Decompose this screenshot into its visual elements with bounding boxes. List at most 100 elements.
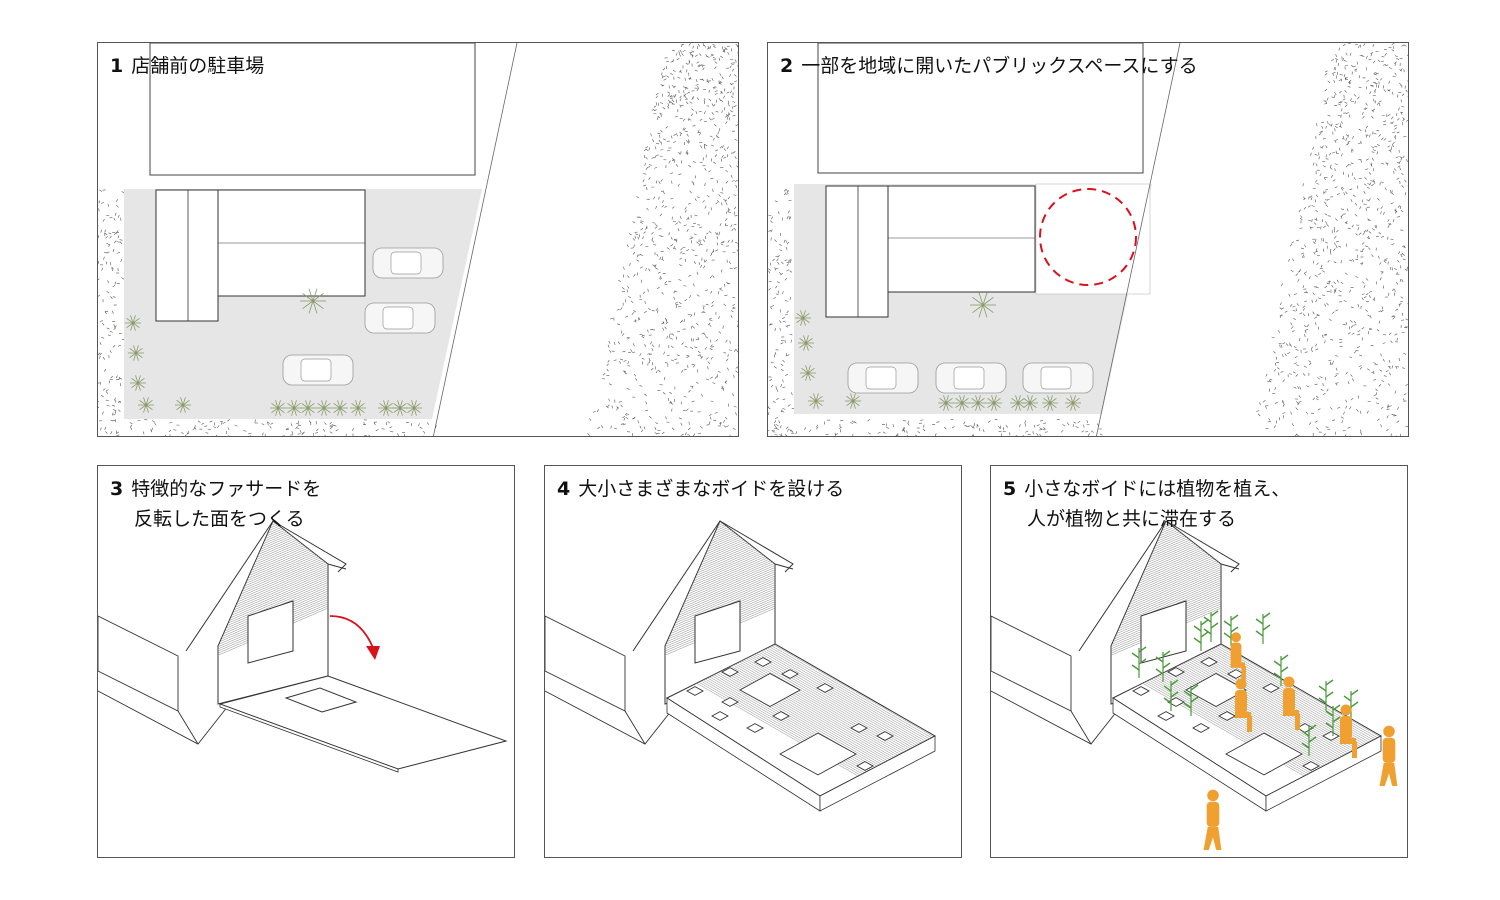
void [1185, 672, 1247, 708]
panel-3-caption: 3 特徴的なファサードを反転した面をつくる [110, 474, 321, 534]
shrub [130, 375, 146, 391]
shrub [125, 315, 141, 331]
step-number: 1 [110, 55, 124, 77]
panel-1: 1 店舗前の駐車場 [97, 42, 739, 437]
void [686, 686, 704, 696]
void [779, 732, 857, 776]
planting-texture-left [768, 189, 1103, 436]
step-title: 大小さまざまなボイドを設ける [578, 478, 845, 500]
public-space-area [1035, 183, 1151, 295]
plant [1301, 724, 1317, 756]
store-building-outline [817, 43, 1144, 174]
shrub [938, 395, 954, 411]
step-number: 3 [110, 478, 124, 500]
void-deck-diagram [545, 520, 937, 812]
shrub [1042, 395, 1058, 411]
flip-arrow [329, 615, 374, 649]
panel-5: 5 小さなボイドには植物を植え、人が植物と共に滞在する [990, 465, 1408, 858]
void [721, 697, 739, 707]
void [1167, 697, 1185, 707]
car [372, 247, 444, 279]
house-roof [825, 185, 889, 318]
void [1225, 732, 1303, 776]
plant [1163, 679, 1179, 711]
shrub [800, 365, 816, 381]
void [1192, 723, 1210, 733]
void [816, 683, 834, 693]
plant [1325, 704, 1341, 736]
site-plan-public-space [768, 43, 1408, 436]
person [1340, 704, 1357, 758]
car [935, 362, 1007, 394]
step-title-line-2: 人が植物と共に滞在する [1027, 508, 1237, 530]
shrub [300, 400, 316, 416]
panel-1-caption: 1 店舗前の駐車場 [110, 51, 264, 81]
shrub [270, 400, 286, 416]
shrub [138, 397, 154, 413]
car [847, 362, 919, 394]
person [1235, 678, 1252, 732]
voids [1132, 657, 1340, 776]
step-title: 小さなボイドには植物を植え、 [1024, 478, 1291, 500]
plant [1255, 612, 1271, 644]
step-title: 一部を地域に開いたパブリックスペースにする [801, 55, 1198, 77]
void [1132, 686, 1150, 696]
person [1230, 632, 1246, 681]
shrub [1065, 395, 1081, 411]
step-title-line-2: 反転した面をつくる [134, 508, 305, 530]
void [850, 723, 868, 733]
step-title: 店舗前の駐車場 [131, 55, 265, 77]
shrub [128, 345, 144, 361]
planting-texture-left [98, 189, 437, 436]
plant [1155, 650, 1171, 682]
shrub [986, 395, 1002, 411]
site-plan-parking [98, 43, 738, 436]
plant [1183, 684, 1199, 716]
panel-2-caption: 2 一部を地域に開いたパブリックスペースにする [780, 51, 1198, 81]
car [1022, 362, 1094, 394]
deck-void [284, 687, 358, 713]
shrub [300, 288, 326, 314]
person [1379, 725, 1398, 786]
plant [1273, 654, 1289, 686]
parked-cars [847, 362, 1094, 394]
facade-flip-diagram [98, 520, 508, 773]
shrub [954, 395, 970, 411]
car [364, 302, 436, 334]
shrub [332, 400, 348, 416]
shrub [845, 393, 861, 409]
person [1203, 789, 1222, 850]
shrub [316, 400, 332, 416]
void [876, 731, 894, 741]
shrub [808, 393, 824, 409]
step-number: 2 [780, 55, 794, 77]
shrub [795, 310, 811, 326]
step-title: 特徴的なファサードを [131, 478, 322, 500]
plant [1318, 679, 1334, 711]
shrubs [795, 292, 1081, 411]
facade-window [247, 600, 294, 664]
void [721, 667, 739, 677]
shrub [970, 292, 996, 318]
car [282, 354, 354, 386]
void [781, 669, 799, 679]
shrub [1022, 395, 1038, 411]
void [1157, 711, 1175, 721]
void [746, 723, 764, 733]
house-roof [155, 189, 219, 322]
step-number: 5 [1003, 478, 1017, 500]
voids [686, 657, 894, 776]
shrub [798, 335, 814, 351]
panel-2: 2 一部を地域に開いたパブリックスペースにする [767, 42, 1409, 437]
public-space-marker [1039, 188, 1137, 286]
shrub [175, 397, 191, 413]
plant [1131, 646, 1147, 678]
shrubs [125, 288, 422, 416]
planting-texture-right [587, 43, 738, 436]
void [754, 657, 772, 667]
shrub [970, 395, 986, 411]
void [1167, 667, 1185, 677]
store-building-outline [149, 43, 476, 176]
void [711, 711, 729, 721]
